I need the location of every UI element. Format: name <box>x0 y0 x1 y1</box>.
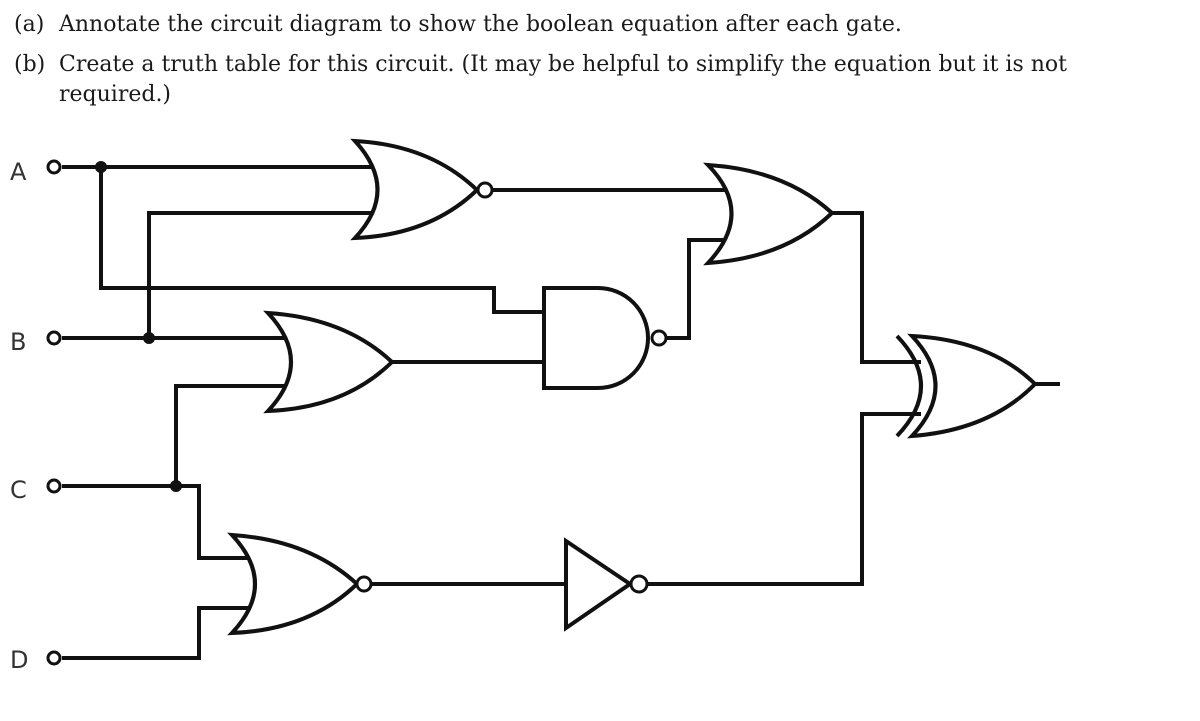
nor-gate-4-bubble <box>355 575 373 593</box>
junction-dots <box>95 161 182 492</box>
wire-a-branch <box>99 167 546 314</box>
wire-d-main <box>62 606 256 660</box>
question-a-text: Annotate the circuit diagram to show the… <box>59 12 902 37</box>
xor-gate-7 <box>895 333 1038 439</box>
or-gate-6 <box>702 162 835 266</box>
terminal-d <box>46 650 62 666</box>
nand-gate-3-bubble <box>650 329 668 347</box>
question-b-continuation: required.) <box>59 80 171 109</box>
input-label-d: D <box>10 646 28 674</box>
nor-gate-4 <box>227 532 373 636</box>
terminal-a <box>46 159 62 175</box>
wire-b-branch <box>147 211 380 338</box>
question-b: (b) Create a truth table for this circuit… <box>14 50 1067 79</box>
question-b-text-line1: Create a truth table for this circuit. (… <box>59 52 1067 77</box>
question-b-label: (b) <box>14 52 46 77</box>
question-a: (a) Annotate the circuit diagram to show … <box>14 10 902 39</box>
input-terminals <box>46 159 62 666</box>
wire-nand-out <box>667 238 729 340</box>
not-gate-5 <box>564 537 649 632</box>
input-label-b: B <box>10 328 26 356</box>
input-label-c: C <box>10 476 27 504</box>
junction-c <box>170 480 182 492</box>
xor-gate-7-back-curve <box>895 334 923 438</box>
question-a-label: (a) <box>14 12 45 37</box>
wire-c-branch <box>174 384 292 486</box>
junction-a <box>95 161 107 173</box>
nor-gate-1-bubble <box>476 181 494 199</box>
junction-b <box>143 332 155 344</box>
nand-gate-3 <box>542 286 668 390</box>
wire-or6-out <box>832 211 921 364</box>
wire-c-main <box>62 484 259 560</box>
terminal-b <box>46 330 62 346</box>
not-gate-5-bubble <box>629 574 649 594</box>
wires <box>62 165 1060 660</box>
input-label-a: A <box>10 158 27 186</box>
terminal-c <box>46 478 62 494</box>
question-b-text-line2: required.) <box>59 82 172 107</box>
or-gate-2 <box>263 310 395 414</box>
wire-not-out <box>648 412 921 586</box>
nor-gate-1 <box>350 138 494 241</box>
